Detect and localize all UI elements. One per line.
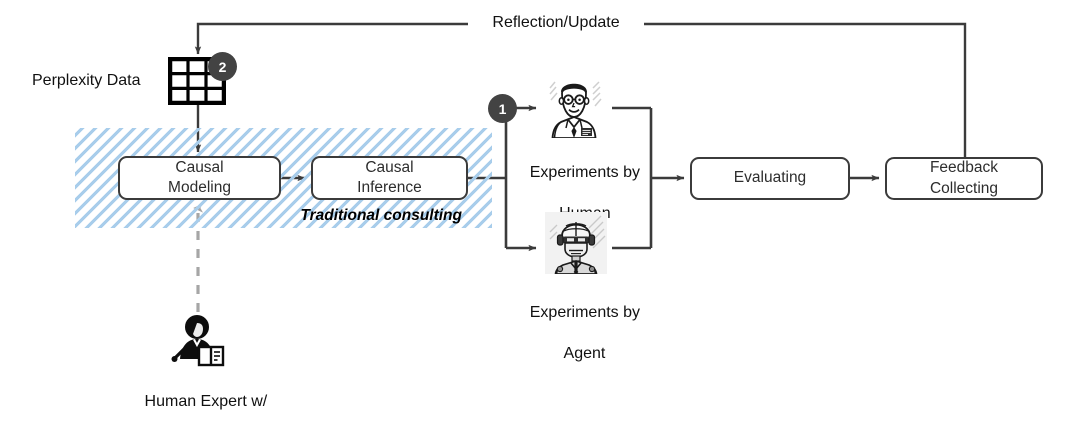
- badge-step-1: 1: [488, 94, 517, 123]
- reflection-label-gap: [468, 12, 644, 36]
- causal-modeling-line2: Modeling: [168, 179, 231, 196]
- experiments-human-line1: Experiments by: [529, 164, 641, 182]
- node-causal-modeling[interactable]: Causal Modeling: [118, 156, 281, 200]
- causal-inference-line1: Causal: [365, 158, 414, 176]
- robot-portrait-icon: [545, 212, 607, 275]
- experiments-by-agent-label: Experiments by Agent: [508, 283, 644, 385]
- causal-inference-line2: Inference: [357, 179, 422, 196]
- feedback-collecting-line2: Collecting: [929, 179, 999, 197]
- reflection-update-label: Reflection/Update: [492, 14, 620, 31]
- node-causal-inference[interactable]: Causal Inference: [311, 156, 468, 200]
- experiments-agent-line2: Agent: [563, 345, 606, 363]
- presenter-with-book-icon: [166, 314, 228, 370]
- human-expert-label: Human Expert w/ Domain Knowledge: [96, 372, 298, 429]
- experiments-agent-line1: Experiments by: [529, 304, 641, 322]
- experiments-to-evaluating-connector: [612, 106, 685, 250]
- traditional-consulting-label: Traditional consulting: [300, 207, 462, 224]
- node-feedback-collecting[interactable]: Feedback Collecting: [885, 157, 1043, 200]
- node-evaluating[interactable]: Evaluating: [690, 157, 850, 200]
- causal-modeling-line1: Causal: [175, 158, 224, 176]
- reflection-update-connector: [194, 22, 967, 157]
- perplexity-data-label: Perplexity Data: [32, 72, 141, 89]
- feedback-collecting-line1: Feedback: [929, 159, 999, 177]
- badge-step-2: 2: [208, 52, 237, 81]
- human-expert-line1: Human Expert w/: [144, 393, 268, 411]
- doctor-portrait-icon: [541, 76, 607, 139]
- evaluating-label: Evaluating: [733, 169, 807, 187]
